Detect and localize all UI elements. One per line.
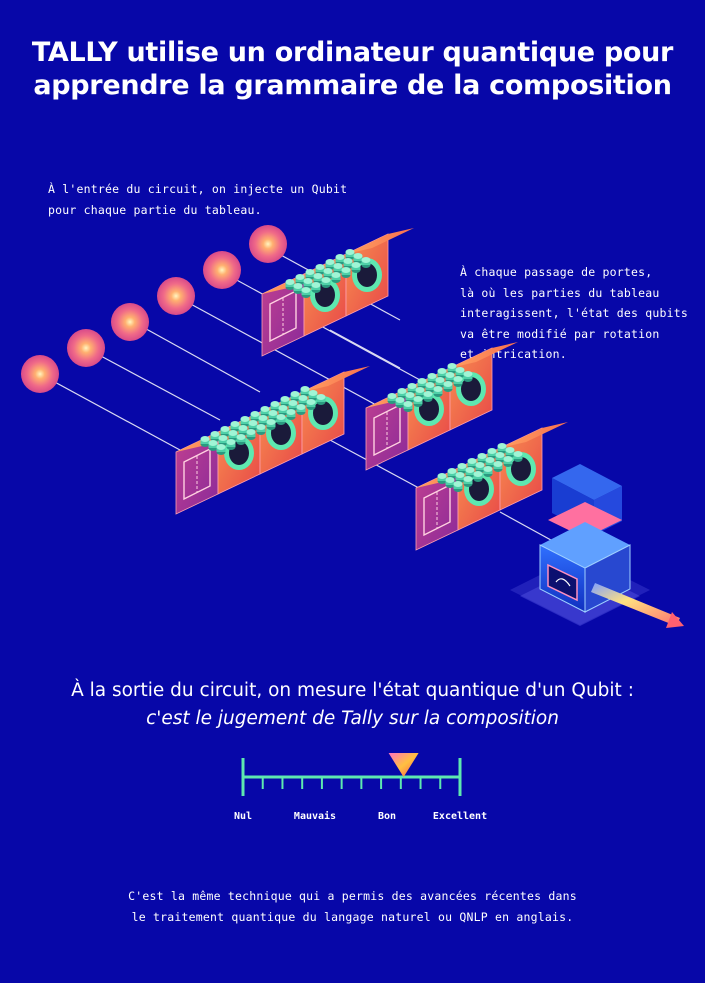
qubit-2 xyxy=(203,251,241,289)
output-beam xyxy=(591,583,680,626)
scale-marker-icon xyxy=(388,753,419,777)
beam-top xyxy=(552,464,622,500)
qubit-3 xyxy=(157,277,195,315)
scale-label-nul: Nul xyxy=(233,811,253,822)
page-title: TALLY utilise un ordinateur quantique po… xyxy=(0,36,705,102)
quantum-circuit-illustration xyxy=(21,225,684,628)
footer-line-1: C'est la même technique qui a permis des… xyxy=(128,889,577,903)
qubit-5 xyxy=(67,329,105,367)
wire-9 xyxy=(499,511,561,546)
gates-line-4: va être modifié par rotation xyxy=(460,326,660,341)
qubit-1 xyxy=(249,225,287,263)
output-subheading: c'est le jugement de Tally sur la compos… xyxy=(146,708,559,729)
wire-3 xyxy=(175,295,401,419)
scale-label-mauvais: Mauvais xyxy=(293,811,337,822)
gauge-needle-icon xyxy=(555,578,571,587)
wire-4 xyxy=(129,319,261,393)
title-line-2: apprendre la grammaire de la composition xyxy=(33,70,672,101)
wire-6 xyxy=(39,373,181,451)
gates-line-3: interagissent, l'état des qubits xyxy=(460,306,688,320)
gates-line-2: là où les parties du tableau xyxy=(460,285,660,300)
output-heading: À la sortie du circuit, on mesure l'état… xyxy=(71,680,634,701)
gate-studs xyxy=(285,249,371,298)
output-arrowhead xyxy=(666,612,684,628)
wire-5 xyxy=(85,347,221,421)
gate-studs xyxy=(200,386,326,455)
footer-note: C'est la même technique qui a permis des… xyxy=(0,886,705,927)
gauge-screen xyxy=(547,563,578,602)
scale-label-excellent: Excellent xyxy=(432,811,488,822)
qubit-4 xyxy=(111,303,149,341)
intro-annotation: À l'entrée du circuit, on injecte un Qub… xyxy=(48,179,388,220)
gates-line-1: À chaque passage de portes, xyxy=(460,265,653,279)
intro-line-1: À l'entrée du circuit, on injecte un Qub… xyxy=(48,182,348,196)
gate-studs xyxy=(437,443,523,492)
footer-line-2: le traitement quantique du langage natur… xyxy=(131,909,574,924)
title-line-1: TALLY utilise un ordinateur quantique po… xyxy=(31,37,674,68)
scale-ticks xyxy=(241,758,462,796)
box-right xyxy=(584,544,631,613)
gate-studs xyxy=(387,363,473,412)
measure-plate xyxy=(548,502,622,538)
scale-label-bon: Bon xyxy=(377,811,397,822)
gate-blocks xyxy=(175,228,568,551)
qubit-6 xyxy=(21,355,59,393)
wire-8 xyxy=(329,439,431,495)
measurement-device xyxy=(510,464,684,628)
wire-7 xyxy=(329,329,401,369)
qubit-spheres xyxy=(21,225,287,393)
intro-line-2: pour chaque partie du tableau. xyxy=(48,202,262,217)
